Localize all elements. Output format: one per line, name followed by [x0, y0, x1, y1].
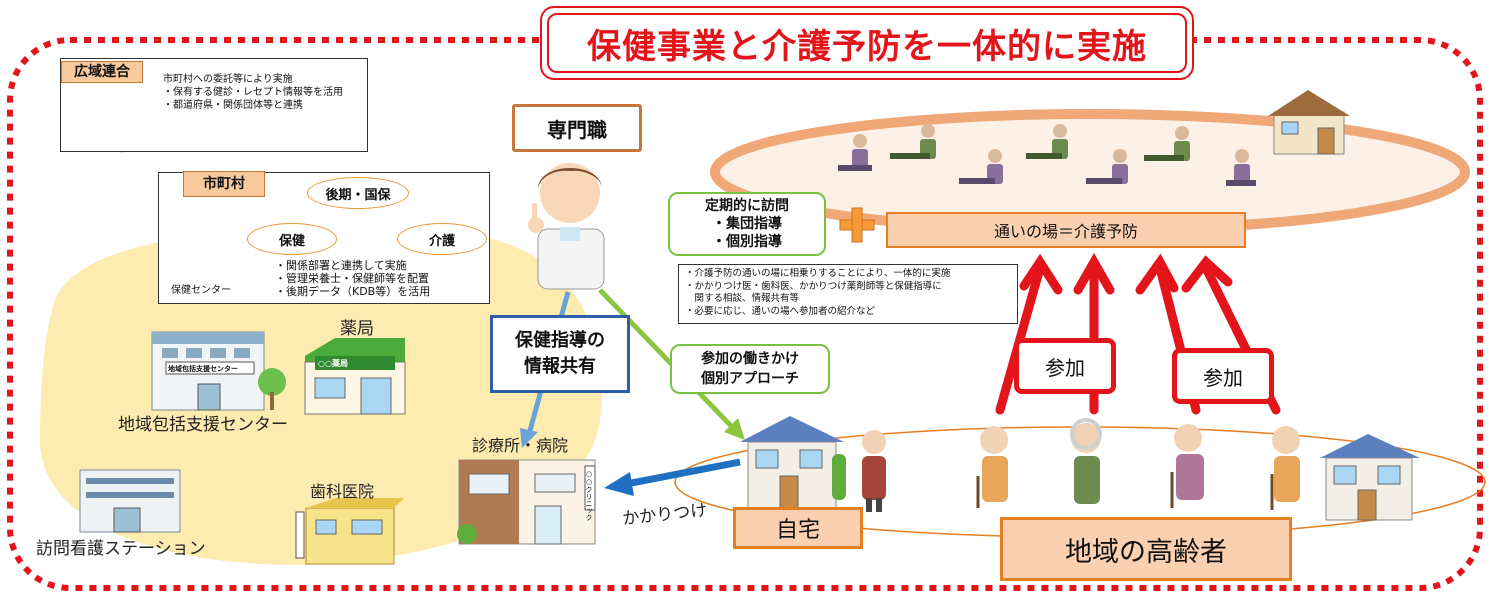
outreach-box: 参加の働きかけ 個別アプローチ — [670, 344, 830, 394]
visiting-nurse-building-icon — [79, 469, 181, 533]
home-house-icon — [740, 416, 846, 509]
neighbor-house-icon — [1320, 434, 1420, 521]
clinic-label: 診療所・病院 — [472, 436, 569, 455]
participation-label-left: 参加 — [1014, 338, 1116, 394]
collaboration-note: ・必要に応じ、通いの場へ参加者の紹介など — [685, 305, 876, 317]
outreach-arrow — [598, 288, 737, 432]
community-elderly-label: 地域の高齢者 — [1000, 517, 1292, 581]
visiting-nurse-label: 訪問看護ステーション — [36, 539, 206, 559]
professional-label: 専門職 — [512, 104, 642, 152]
community-house-icon — [1268, 90, 1350, 155]
page-title: 保健事業と介護予防を一体的に実施 — [547, 13, 1187, 73]
health-center-label: 保健センター — [171, 285, 231, 296]
support-center-label: 地域包括支援センター — [118, 415, 288, 435]
community-elderly-icons — [862, 418, 1300, 512]
collaboration-notes-box: ・介護予防の通いの場に相乗りすることにより、一体的に実施 ・かかりつけ医・歯科医… — [678, 264, 1018, 324]
title-frame: 保健事業と介護予防を一体的に実施 — [540, 6, 1194, 80]
collaboration-note: 関する相談、情報共有等 — [685, 293, 800, 304]
support-center-sign: 地域包括支援センター — [168, 365, 238, 373]
regular-visit-box: 定期的に訪問 ・集団指導 ・個別指導 — [668, 192, 826, 256]
municipality-line: ・関係部署と連携して実施 — [275, 259, 407, 272]
collaboration-note: ・介護予防の通いの場に相乗りすることにより、一体的に実施 — [685, 268, 951, 279]
gathering-place-label: 通いの場＝介護予防 — [886, 212, 1246, 248]
municipality-tag: 市町村 — [183, 171, 265, 197]
support-center-building-icon — [151, 331, 286, 411]
dental-clinic-building-icon — [295, 498, 404, 565]
home-label: 自宅 — [733, 507, 863, 549]
municipality-notes: ・関係部署と連携して実施 ・管理栄養士・保健師等を配置 ・後期データ（KDB等）… — [275, 259, 430, 298]
regional-union-line: ・保有する健診・レセプト情報等を活用 — [163, 87, 343, 98]
regional-union-tag: 広域連合 — [61, 61, 143, 83]
regular-visit-line: ・集団指導 — [712, 216, 782, 232]
regional-union-line: 市町村への委託等により実施 — [163, 74, 293, 85]
collaboration-note: ・かかりつけ医・歯科医、かかりつけ薬剤師等と保健指導に — [685, 280, 942, 292]
municipality-line: ・後期データ（KDB等）を活用 — [275, 285, 431, 298]
outreach-line: 個別アプローチ — [701, 371, 799, 387]
pharmacy-title: 薬局 — [340, 319, 374, 339]
info-share-line: 情報共有 — [524, 356, 596, 377]
clinic-building-icon — [457, 459, 596, 545]
outreach-line: 参加の働きかけ — [701, 351, 799, 367]
participation-label-right: 参加 — [1172, 348, 1274, 404]
care-node: 介護 — [397, 223, 487, 255]
health-node: 保健 — [247, 223, 337, 255]
exercising-elderly-icons — [838, 124, 1256, 186]
info-share-line: 保健指導の — [515, 330, 605, 351]
regional-union-box: 広域連合 市町村への委託等により実施 ・保有する健診・レセプト情報等を活用 ・都… — [60, 58, 368, 152]
clinic-sign: ○○クリニック — [585, 470, 593, 521]
regional-union-line: ・都道府県・関係団体等と連携 — [163, 100, 303, 111]
health-guidance-info-sharing-box: 保健指導の 情報共有 — [490, 315, 630, 393]
regional-union-notes: 市町村への委託等により実施 ・保有する健診・レセプト情報等を活用 ・都道府県・関… — [163, 73, 343, 112]
family-doctor-arrow — [625, 458, 741, 488]
regular-visit-line: 定期的に訪問 — [705, 198, 789, 214]
pharmacy-building-icon — [304, 338, 406, 415]
dental-clinic-label: 歯科医院 — [310, 482, 375, 501]
municipality-line: ・管理栄養士・保健師等を配置 — [275, 272, 429, 285]
latter-stage-national-insurance-node: 後期・国保 — [307, 177, 409, 209]
plus-sign-icon — [839, 207, 875, 243]
municipality-box: 市町村 後期・国保 保健 介護 保健センター ・関係部署と連携して実施 ・管理栄… — [158, 171, 490, 304]
regular-visit-line: ・個別指導 — [712, 234, 782, 250]
pharmacy-sign: ○○薬局 — [318, 359, 348, 368]
professional-person-icon — [528, 163, 605, 290]
